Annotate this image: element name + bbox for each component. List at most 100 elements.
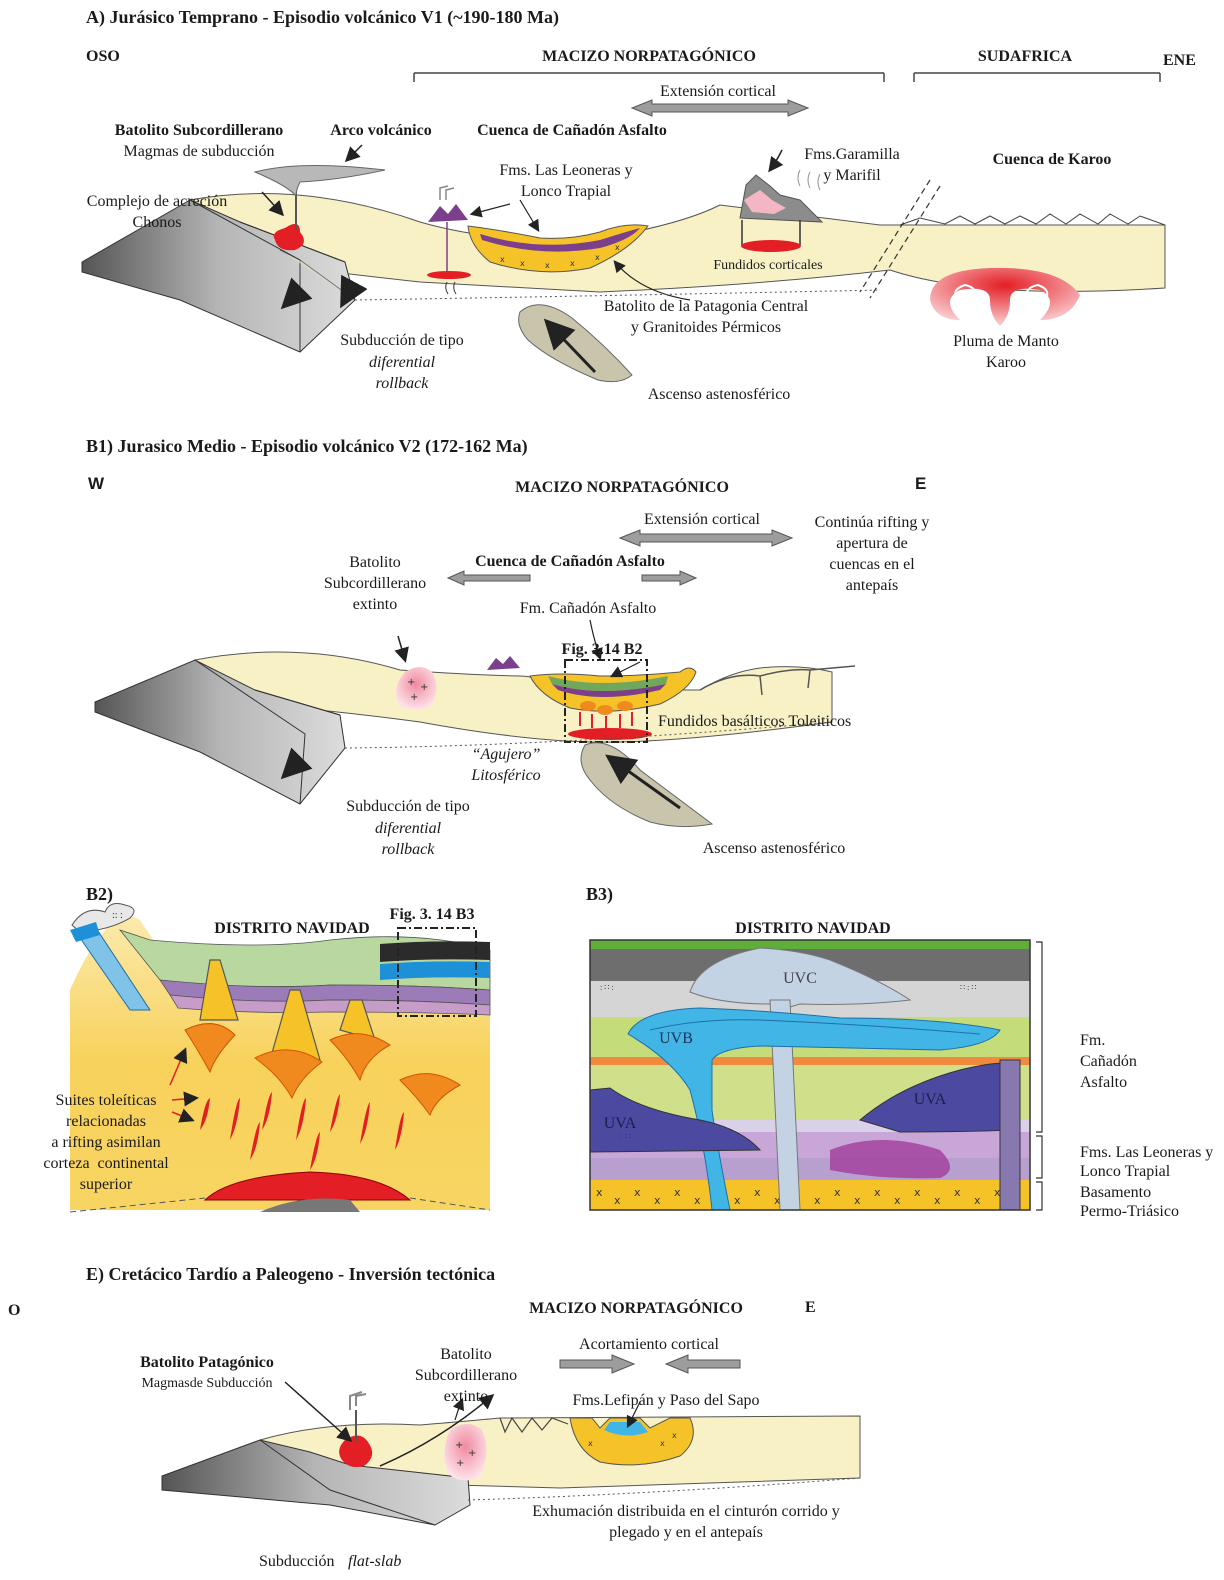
bracket-fm (1036, 942, 1042, 1132)
svg-text:x: x (674, 1186, 681, 1199)
svg-text:x: x (570, 259, 575, 268)
panel-b2-fig-ref: Fig. 3. 14 B3 (390, 905, 475, 925)
extension-arrow-a (632, 100, 808, 116)
extension-arrow-b1 (620, 530, 792, 546)
panel-b1-batolito: Batolito Subcordillerano extinto (324, 552, 426, 615)
panel-a-complejo: Complejo de acreción Chonos (87, 191, 227, 233)
svg-text:∷ : ∷: ∷ : ∷ (960, 983, 976, 992)
svg-text:x: x (734, 1194, 741, 1207)
svg-text:x: x (520, 259, 525, 268)
panel-b1-title: B1) Jurasico Medio - Episodio volcánico … (86, 436, 528, 456)
panel-e-fms: Fms.Lefipán y Paso del Sapo (572, 1391, 759, 1411)
panel-e-magmas: Magmasde Subducción (141, 1374, 272, 1394)
panel-b1-extension: Extensión cortical (644, 510, 760, 530)
panel-e-region: MACIZO NORPATAGÓNICO (529, 1299, 743, 1319)
panel-b1-subduccion-type: diferential rollback (375, 818, 441, 860)
svg-text:x: x (500, 255, 505, 264)
panel-b1-east: E (915, 474, 926, 494)
panel-a-west: OSO (86, 47, 120, 67)
svg-text:x: x (874, 1186, 881, 1199)
svg-text:x: x (854, 1194, 861, 1207)
panel-a-batolito-sub: Magmas de subducción (123, 142, 274, 162)
basin-left-arrow (448, 571, 530, 585)
panel-e-west: O (8, 1301, 20, 1321)
panel-b1-ascenso: Ascenso astenosférico (703, 839, 846, 859)
panel-a-extension: Extensión cortical (660, 82, 776, 102)
panel-b3-fms: Fms. Las Leoneras y Lonco Trapial (1080, 1143, 1213, 1181)
panel-b3-uva-left: UVA (604, 1114, 637, 1134)
svg-text:x: x (634, 1186, 641, 1199)
panel-a-fms-garamilla: Fms.Garamilla y Marifil (804, 144, 900, 186)
panel-a-cuenca: Cuenca de Cañadón Asfalto (477, 121, 667, 141)
svg-text:x: x (588, 1439, 593, 1448)
melt-a-right (741, 240, 801, 252)
panel-b3-uvc: UVC (783, 969, 817, 989)
bracket-fms (1036, 1136, 1042, 1178)
melt-a-left (427, 271, 471, 279)
panel-a-subduccion: Subducción de tipo (340, 331, 464, 351)
panel-e-batolito-pat: Batolito Patagónico (140, 1353, 274, 1373)
panel-a-subduccion-type: diferential rollback (369, 352, 435, 394)
basin-right-arrow (642, 571, 696, 585)
panel-b1-region: MACIZO NORPATAGÓNICO (515, 478, 729, 498)
svg-text:+: + (455, 1440, 463, 1451)
batolito-extinto-e (444, 1424, 486, 1481)
panel-b2-heading: DISTRITO NAVIDAD (214, 919, 369, 939)
svg-text:x: x (934, 1194, 941, 1207)
panel-a-karoo-basin: Cuenca de Karoo (993, 150, 1112, 170)
panel-b1-subduccion: Subducción de tipo (346, 797, 470, 817)
panel-a-region-2: SUDAFRICA (978, 47, 1072, 67)
panel-b1-west: W (88, 474, 104, 494)
panel-e-east: E (805, 1298, 816, 1318)
panel-b1-cuenca: Cuenca de Cañadón Asfalto (475, 552, 665, 572)
panel-b1-fm: Fm. Cañadón Asfalto (520, 599, 656, 619)
svg-text:+: + (410, 692, 418, 703)
panel-a-ascenso: Ascenso astenosférico (648, 385, 791, 405)
svg-text:+: + (468, 1448, 476, 1459)
svg-text:x: x (894, 1194, 901, 1207)
svg-text:x: x (596, 1186, 603, 1199)
panel-e-title: E) Cretácico Tardío a Paleogeno - Invers… (86, 1264, 495, 1284)
svg-text:x: x (595, 253, 600, 262)
svg-text:x: x (974, 1194, 981, 1207)
panel-b3-fm: Fm. Cañadón Asfalto (1080, 1030, 1137, 1093)
svg-text:x: x (694, 1194, 701, 1207)
panel-b1-fig-ref: Fig. 3.14 B2 (562, 640, 643, 660)
arc-plume-a (255, 165, 385, 196)
shortening-left-arrow (560, 1355, 634, 1373)
svg-text:x: x (814, 1194, 821, 1207)
panel-e-exhumacion: Exhumación distribuida en el cinturón co… (532, 1501, 839, 1543)
svg-text:x: x (654, 1194, 661, 1207)
panel-e-subduccion-type: flat-slab (348, 1552, 401, 1572)
svg-text:x: x (660, 1439, 665, 1448)
svg-text:x: x (754, 1186, 761, 1199)
shortening-right-arrow (666, 1355, 740, 1373)
panel-b2-suites: Suites toleíticas relacionadas a rifting… (43, 1090, 168, 1195)
panel-a-batolito-patagonia: Batolito de la Patagonia Central y Grani… (604, 296, 808, 338)
panel-b3-uva-right: UVA (914, 1090, 947, 1110)
svg-text:x: x (614, 1194, 621, 1207)
panel-b3-heading: DISTRITO NAVIDAD (735, 919, 890, 939)
svg-text:x: x (914, 1186, 921, 1199)
panel-a-fundidos: Fundidos corticales (713, 256, 822, 276)
panel-b3-uvb: UVB (659, 1029, 693, 1049)
panel-b1-rifting: Continúa rifting y apertura de cuencas e… (815, 512, 930, 596)
panel-e-batolito-sub: Batolito Subcordillerano extinto (415, 1344, 517, 1407)
svg-text:: ∷ :: : ∷ : (600, 983, 614, 992)
panel-a-region-1: MACIZO NORPATAGÓNICO (542, 47, 756, 67)
panel-b3-title: B3) (586, 884, 613, 904)
panel-b3-basamento: Basamento Permo-Triásico (1080, 1183, 1179, 1221)
panel-a-arco: Arco volcánico (330, 121, 431, 141)
svg-text:x: x (954, 1186, 961, 1199)
panel-e-acortamiento: Acortamiento cortical (579, 1335, 719, 1355)
panel-e-subduccion: Subducción (259, 1552, 335, 1572)
panel-a-title: A) Jurásico Temprano - Episodio volcánic… (86, 7, 559, 27)
panel-b2-title: B2) (86, 884, 113, 904)
panel-a-batolito-title: Batolito Subcordillerano (115, 121, 283, 141)
panel-b1-fundidos: Fundidos basálticos Toleiticos (658, 712, 851, 732)
svg-text:x: x (834, 1186, 841, 1199)
panel-a-fms-leoneras: Fms. Las Leoneras y Lonco Trapial (499, 160, 632, 202)
panel-a-east: ENE (1163, 51, 1196, 71)
svg-text:+: + (420, 682, 428, 693)
svg-text::: :: :: : (112, 910, 123, 921)
